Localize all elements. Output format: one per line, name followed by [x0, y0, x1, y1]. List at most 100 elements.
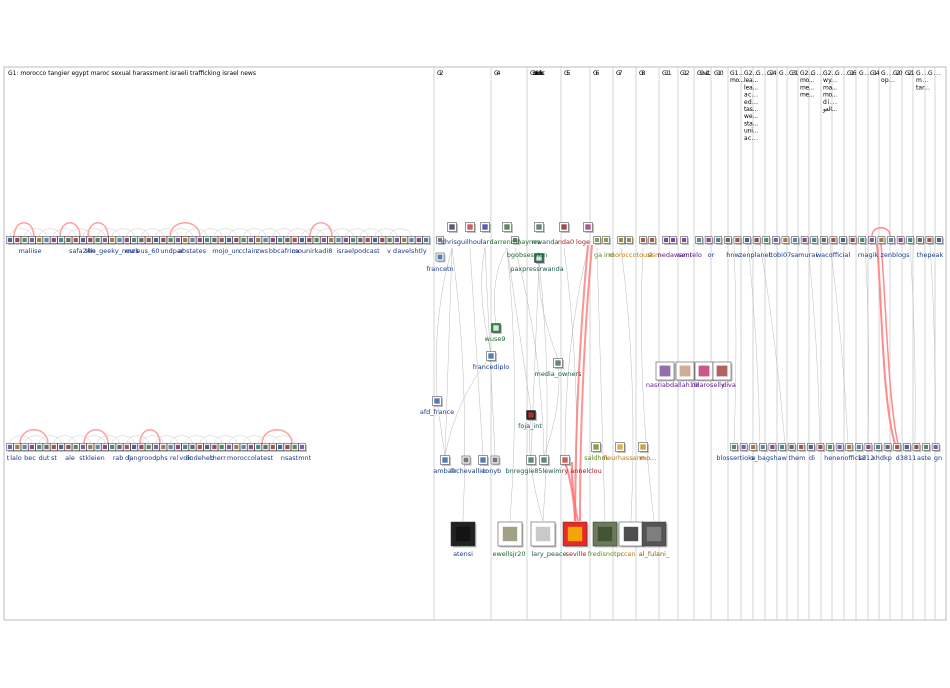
g1-node[interactable]: [20, 443, 30, 453]
g1-node[interactable]: [188, 443, 198, 453]
g1-node[interactable]: [407, 236, 417, 246]
group-node[interactable]: [743, 236, 753, 246]
g1-node[interactable]: [35, 236, 45, 246]
g5-node-loge[interactable]: [583, 222, 595, 234]
g1-node[interactable]: [298, 236, 308, 246]
g1-node[interactable]: [210, 443, 220, 453]
g1-node[interactable]: [130, 443, 140, 453]
group-node[interactable]: [778, 443, 788, 453]
g3-node-foja-int[interactable]: [526, 410, 538, 422]
g1-node[interactable]: [181, 443, 191, 453]
g7-node-fleurhassann[interactable]: [615, 442, 627, 454]
g1-node[interactable]: [254, 443, 264, 453]
g1-node[interactable]: [283, 443, 293, 453]
group-node[interactable]: [820, 236, 829, 246]
group-node[interactable]: [835, 443, 845, 453]
g3-node[interactable]: [539, 455, 551, 467]
g6-node-ga[interactable]: [593, 236, 603, 246]
group-node[interactable]: [733, 236, 743, 246]
g2-node-atensi[interactable]: [450, 521, 477, 548]
g1-node[interactable]: [86, 443, 96, 453]
g8-node-al-fulani[interactable]: [641, 521, 668, 548]
g2-node[interactable]: [436, 236, 446, 246]
group-node[interactable]: [704, 236, 714, 246]
g1-node[interactable]: [159, 236, 169, 246]
g7-node[interactable]: [617, 236, 627, 246]
g1-node[interactable]: [217, 236, 227, 246]
g1-node[interactable]: [6, 236, 16, 246]
g1-node[interactable]: [28, 443, 37, 453]
g1-node[interactable]: [71, 443, 81, 453]
g1-node[interactable]: [86, 236, 96, 246]
group-node[interactable]: [752, 236, 762, 246]
g3-node-lary-peace[interactable]: [530, 521, 557, 548]
g1-node[interactable]: [225, 443, 235, 453]
group-node[interactable]: [749, 443, 759, 453]
g2-node-afd-france[interactable]: [432, 396, 444, 408]
g4-node-darrenmhaynes[interactable]: [502, 222, 514, 234]
g8-node[interactable]: [639, 236, 649, 246]
g1-node[interactable]: [152, 236, 162, 246]
g1-node[interactable]: [115, 443, 125, 453]
g1-node[interactable]: [42, 443, 52, 453]
g1-node[interactable]: [232, 236, 242, 246]
g1-node[interactable]: [101, 236, 110, 246]
g1-node[interactable]: [290, 443, 300, 453]
g2-node-tonyb[interactable]: [490, 455, 501, 466]
g1-node[interactable]: [6, 443, 16, 453]
g1-node[interactable]: [137, 236, 147, 246]
group-node[interactable]: [883, 443, 893, 453]
g1-node[interactable]: [247, 236, 256, 246]
g2-node-francediplo[interactable]: [486, 351, 498, 363]
g1-node[interactable]: [239, 236, 249, 246]
g1-node[interactable]: [378, 236, 388, 246]
g6-node-fredisnotpc[interactable]: [592, 521, 619, 548]
g2-node[interactable]: [461, 455, 472, 466]
g1-node[interactable]: [247, 443, 256, 453]
g1-node[interactable]: [232, 443, 242, 453]
g1-node[interactable]: [101, 443, 110, 453]
group-node[interactable]: [810, 236, 820, 246]
g1-node[interactable]: [144, 443, 154, 453]
group-node[interactable]: [807, 443, 816, 453]
g1-node[interactable]: [261, 236, 271, 246]
g1-node[interactable]: [320, 236, 329, 246]
group-node[interactable]: [916, 236, 925, 246]
group-node[interactable]: [896, 236, 906, 246]
g1-node[interactable]: [115, 236, 125, 246]
group-node[interactable]: [816, 443, 826, 453]
g1-node[interactable]: [130, 236, 140, 246]
g1-node[interactable]: [108, 236, 118, 246]
group-node[interactable]: [925, 236, 935, 246]
g1-node[interactable]: [13, 236, 23, 246]
g5-node[interactable]: [560, 455, 572, 467]
g1-node[interactable]: [298, 443, 308, 453]
g1-node[interactable]: [254, 236, 264, 246]
g1-node[interactable]: [276, 443, 286, 453]
g5-node-seville[interactable]: [562, 521, 589, 548]
g3-node-paxpressrwanda[interactable]: [534, 253, 546, 265]
g1-node[interactable]: [327, 236, 337, 246]
g1-node[interactable]: [166, 236, 176, 246]
g12-node[interactable]: [680, 236, 690, 246]
g1-node[interactable]: [93, 443, 103, 453]
group-node[interactable]: [826, 443, 836, 453]
group-node[interactable]: [791, 236, 801, 246]
group-node[interactable]: [887, 236, 897, 246]
g1-node[interactable]: [203, 236, 213, 246]
g2-node[interactable]: [465, 222, 477, 234]
g2-node[interactable]: [480, 222, 492, 234]
g1-node[interactable]: [71, 236, 81, 246]
g1-node[interactable]: [144, 236, 154, 246]
g3-node-rrwanda[interactable]: [534, 222, 546, 234]
g4-node-wuse9[interactable]: [491, 323, 503, 335]
g1-node[interactable]: [305, 236, 315, 246]
g1-node[interactable]: [28, 236, 37, 246]
group-node[interactable]: [903, 443, 912, 453]
g1-node[interactable]: [269, 443, 278, 453]
g8-node[interactable]: [638, 442, 650, 454]
g1-node[interactable]: [174, 443, 183, 453]
group-node[interactable]: [848, 236, 858, 246]
g1-node[interactable]: [188, 236, 198, 246]
group-node[interactable]: [797, 443, 807, 453]
